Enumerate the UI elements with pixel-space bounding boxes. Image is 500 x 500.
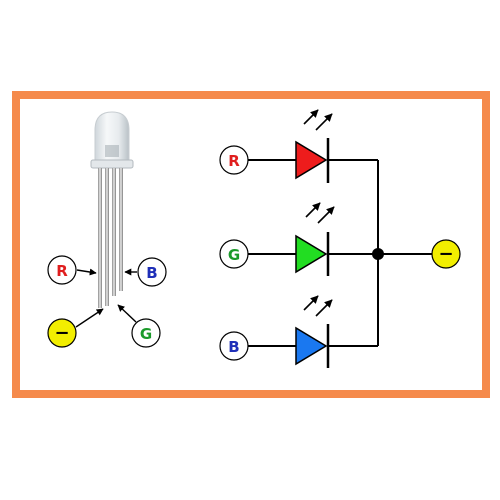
light-arrow: [303, 295, 319, 311]
svg-text:B: B: [228, 338, 239, 356]
diode-green: [295, 234, 328, 274]
led-leg-red: [119, 168, 123, 291]
pin-label-green: G: [131, 318, 161, 348]
channel-green: G: [219, 202, 335, 276]
pin-label-blue: B: [137, 257, 167, 287]
svg-text:R: R: [228, 152, 240, 170]
schematic: − R G B: [219, 109, 461, 368]
pin-label-common: −: [47, 318, 77, 348]
diode-red: [295, 140, 328, 180]
svg-text:B: B: [146, 264, 157, 282]
light-arrow: [315, 113, 333, 131]
frame-border: [12, 91, 490, 398]
led-flange: [90, 159, 134, 169]
svg-text:R: R: [56, 262, 68, 280]
channel-blue: B: [219, 295, 333, 368]
light-arrow: [303, 109, 319, 125]
led-leg-blue: [98, 168, 102, 308]
led-leg-green: [112, 168, 116, 296]
light-arrow: [305, 202, 321, 218]
svg-text:−: −: [438, 244, 453, 265]
led-dome: [94, 111, 130, 161]
svg-text:−: −: [54, 323, 69, 344]
svg-text:G: G: [140, 325, 152, 343]
junction-dot: [372, 248, 384, 260]
light-arrow: [315, 299, 333, 317]
diode-blue: [295, 326, 328, 366]
common-terminal: −: [431, 239, 461, 269]
svg-text:G: G: [228, 246, 240, 264]
led-leg-common: [105, 168, 109, 306]
light-arrow: [317, 206, 335, 224]
pin-label-red: R: [47, 255, 77, 285]
channel-red: R: [219, 109, 333, 183]
led-component: R B − G: [47, 111, 167, 348]
